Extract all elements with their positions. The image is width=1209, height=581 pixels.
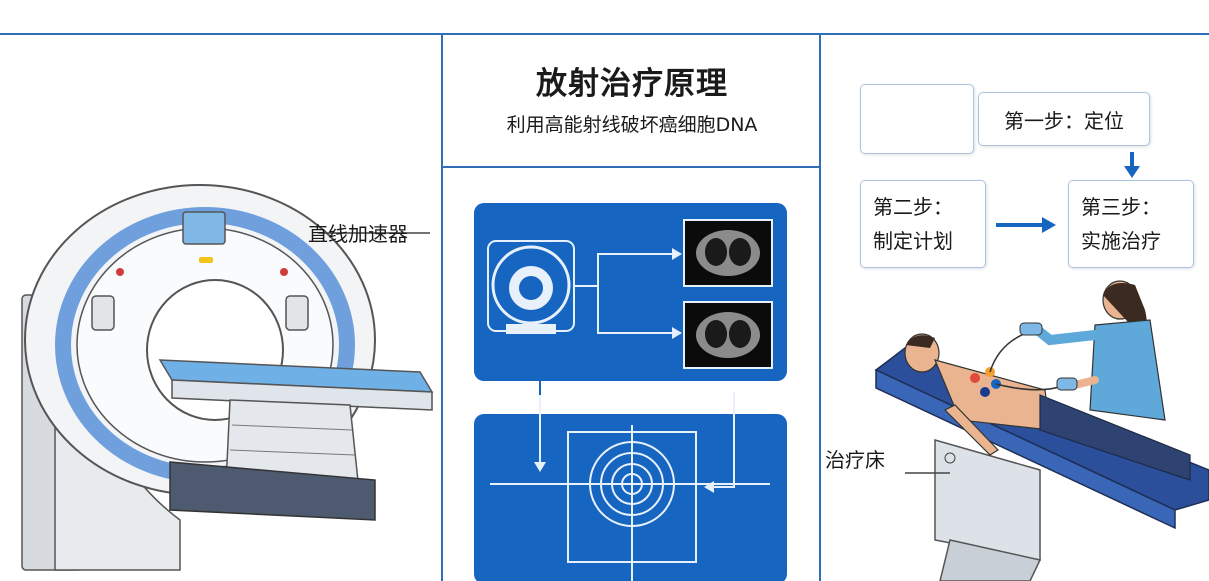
step2-label-line1: 第二步： — [873, 195, 953, 219]
page-subtitle: 利用高能射线破坏癌细胞DNA — [506, 114, 758, 136]
step3-label-line2: 实施治疗 — [1081, 229, 1161, 253]
step2-box: 第二步： 制定计划 — [860, 180, 986, 268]
step3-label-line1: 第三步： — [1081, 195, 1161, 219]
planning-panel — [474, 392, 787, 581]
linear-accelerator-illustration — [21, 184, 434, 571]
step-arrows — [996, 152, 1140, 233]
step1-label: 第一步：定位 — [1004, 108, 1124, 133]
imaging-panel — [474, 203, 787, 395]
left-divider — [441, 35, 443, 581]
step1-icon-box — [860, 84, 974, 154]
treatment-bed-illustration — [874, 280, 1209, 581]
step1-box: 第一步：定位 — [978, 92, 1150, 146]
top-rule — [0, 33, 1209, 35]
title-divider — [441, 166, 821, 168]
step2-label-line2: 制定计划 — [873, 229, 953, 253]
right-divider — [819, 35, 821, 581]
step3-box: 第三步： 实施治疗 — [1068, 180, 1194, 268]
linac-label: 直线加速器 — [308, 222, 408, 246]
bed-label: 治疗床 — [825, 448, 885, 472]
page-title: 放射治疗原理 — [536, 66, 728, 102]
